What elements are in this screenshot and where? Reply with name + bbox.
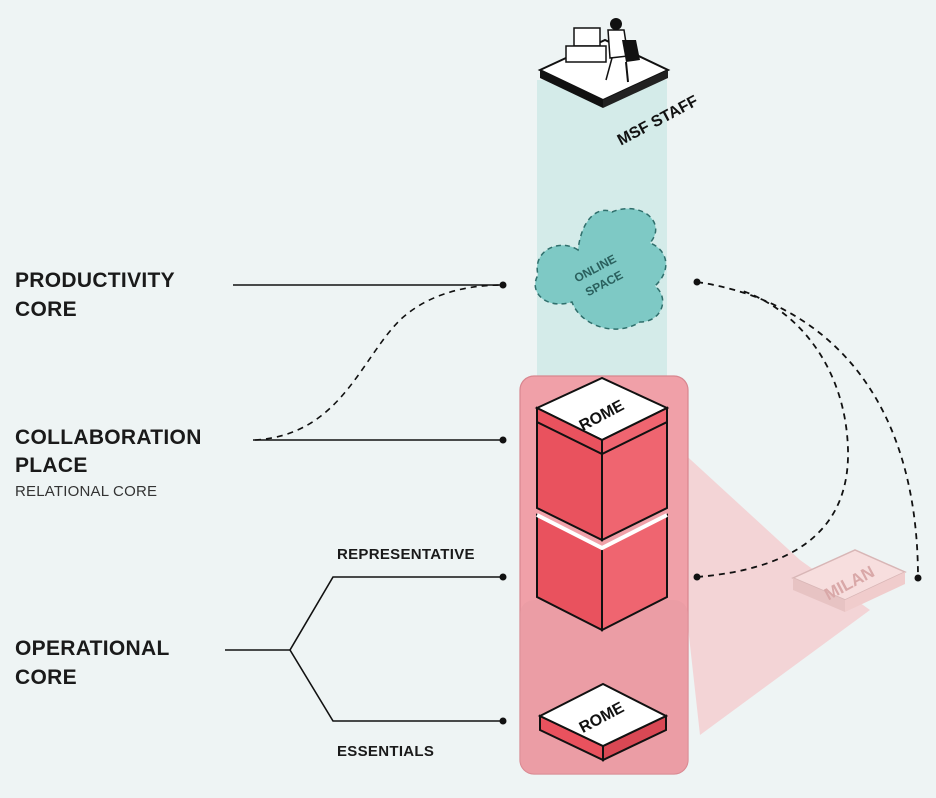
relational-core-label: RELATIONAL CORE bbox=[15, 483, 157, 500]
operational-core-line1: OPERATIONAL bbox=[15, 637, 170, 660]
collaboration-place-line1: COLLABORATION bbox=[15, 426, 202, 449]
fork-lower bbox=[289, 649, 503, 722]
rome-block-bottom bbox=[537, 682, 669, 762]
dashed-arc-outer bbox=[696, 281, 919, 579]
productivity-core-line2: CORE bbox=[15, 298, 77, 321]
productivity-core-line1: PRODUCTIVITY bbox=[15, 269, 175, 292]
workstation-icon bbox=[537, 18, 671, 108]
dashed-arc-inner bbox=[696, 289, 849, 578]
collaboration-place-line2: PLACE bbox=[15, 454, 88, 477]
milan-projection bbox=[667, 438, 870, 735]
rome-block-top bbox=[534, 376, 670, 542]
representative-label: REPRESENTATIVE bbox=[337, 546, 475, 563]
milan-block bbox=[791, 549, 907, 612]
rome-block-middle bbox=[536, 513, 668, 632]
collab-dashed-curve bbox=[254, 284, 504, 441]
operational-core-line2: CORE bbox=[15, 666, 77, 689]
essentials-label: ESSENTIALS bbox=[337, 743, 434, 760]
online-space-cloud bbox=[534, 207, 667, 330]
fork-upper bbox=[289, 576, 503, 651]
